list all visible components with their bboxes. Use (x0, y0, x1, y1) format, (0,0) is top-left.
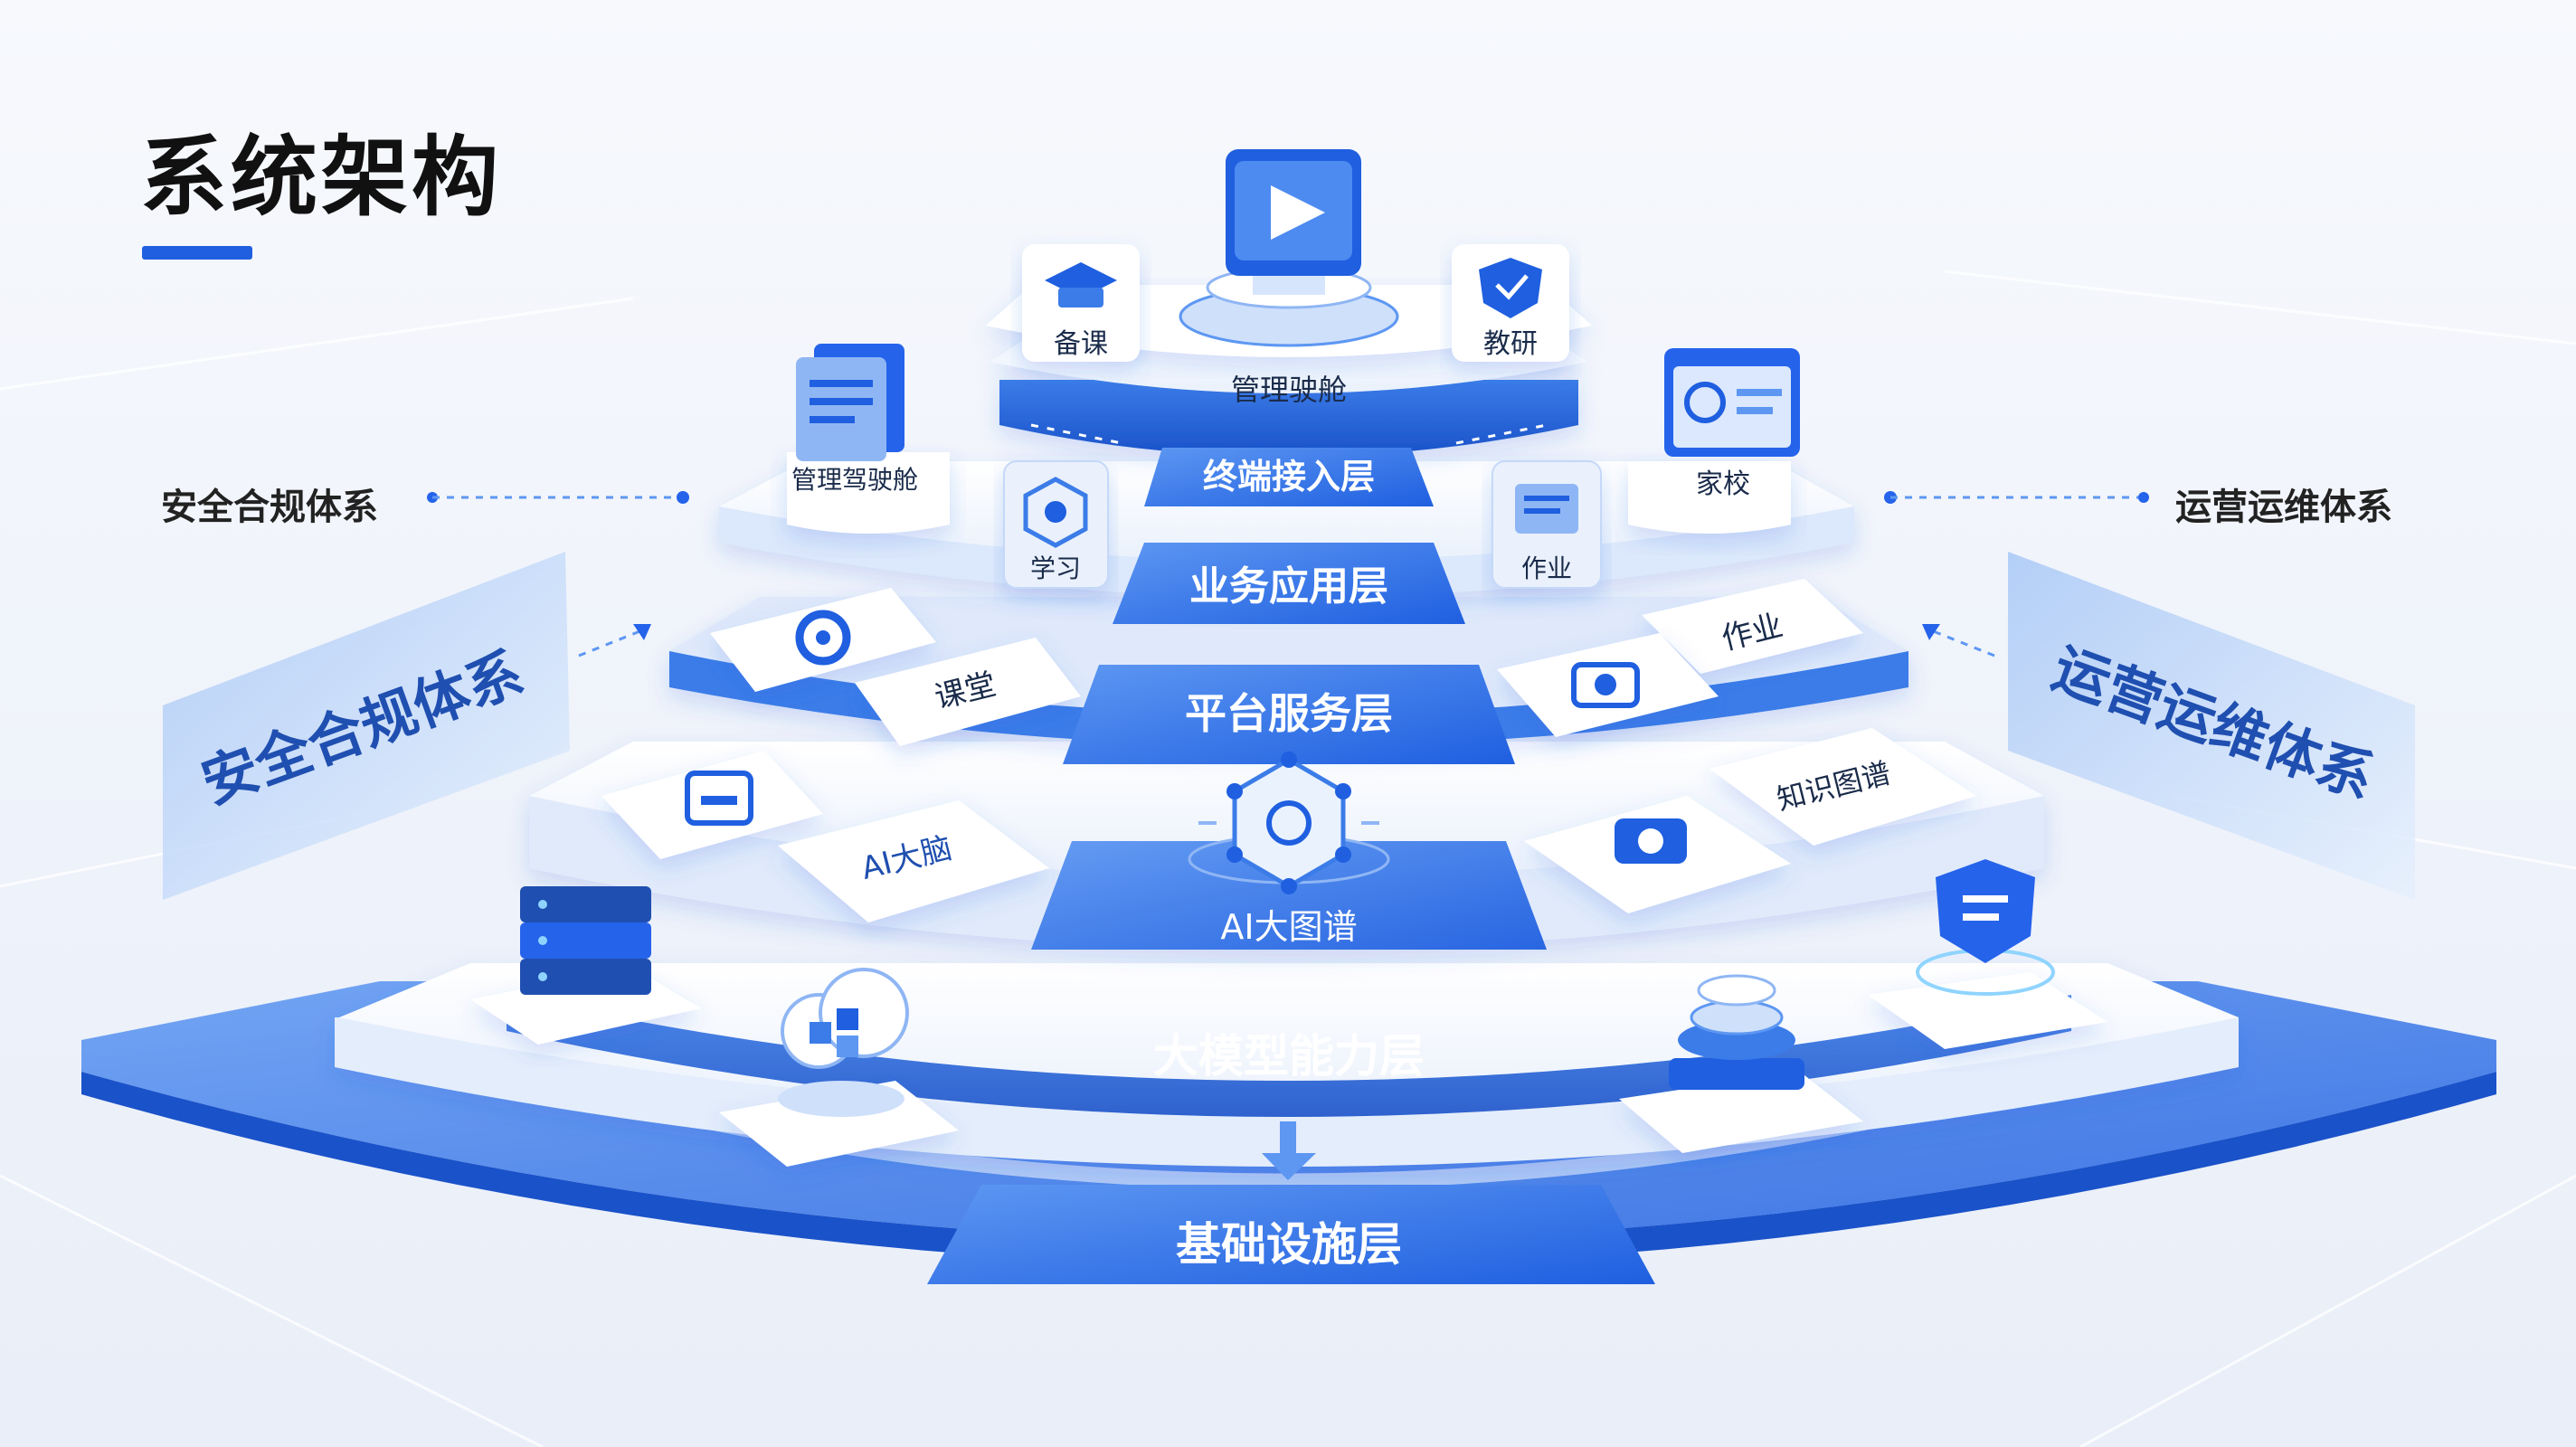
platform-layer-label: 平台服务层 (1185, 689, 1393, 738)
shield-check-icon (1916, 859, 2055, 996)
card-disc[interactable] (1524, 796, 1791, 913)
server-rack-card[interactable] (470, 886, 701, 1045)
top-item-jy-label: 教研 (1483, 328, 1538, 360)
right-side-label: 运营运维体系 (2175, 487, 2392, 528)
card-camera[interactable] (1497, 633, 1719, 737)
terminal-item-jx-label: 家校 (1696, 468, 1750, 500)
card-storage[interactable] (601, 751, 823, 859)
left-side-panel: 安全合规体系 (163, 552, 570, 900)
card-zuoye-business[interactable]: 作业 (1492, 460, 1602, 589)
homework-doc-icon (1515, 484, 1578, 534)
arrow-down-icon (1262, 1121, 1316, 1180)
gear-icon (795, 610, 851, 666)
layer-badge-model: 大模型能力层 (1153, 1030, 1425, 1083)
browser-window-icon (1664, 348, 1800, 457)
learning-hex-icon (1023, 477, 1088, 548)
model-layer-label: 大模型能力层 (1153, 1030, 1425, 1083)
card-ketang[interactable]: 课堂 (855, 638, 1081, 746)
card-xuexi[interactable]: 学习 (1003, 460, 1109, 589)
shield-icon (1479, 258, 1542, 318)
database-icon (685, 771, 753, 826)
ai-layer-label: AI大图谱 (1220, 907, 1357, 947)
business-item-xx-label: 学习 (1030, 553, 1081, 583)
server-rack-icon (520, 886, 651, 995)
top-item-gl-label: 管理驶舱 (1231, 373, 1347, 407)
layer-badge-ai: AI大图谱 (1031, 841, 1547, 950)
card-jiaoyan[interactable]: 教研 (1452, 244, 1569, 362)
ai-graph-icon (1188, 752, 1390, 894)
layer-badge-infra: 基础设施层 (927, 1185, 1655, 1284)
graduation-cap-icon (1045, 262, 1117, 307)
terminal-layer-label: 终端接入层 (1203, 457, 1375, 497)
card-zuoye-platform[interactable]: 作业 (1642, 579, 1863, 674)
monitor-play-icon (1226, 149, 1361, 276)
document-stack-icon (796, 344, 904, 461)
left-pointer (427, 491, 689, 657)
card-knowledge-graph[interactable]: 知识图谱 (1709, 728, 1976, 846)
cloud-icon (778, 968, 909, 1117)
database-stack-icon (1669, 974, 1804, 1090)
card-gear[interactable] (710, 588, 936, 692)
card-ai-brain[interactable]: AI大脑 (778, 800, 1049, 922)
business-item-zy-label: 作业 (1521, 553, 1572, 583)
infra-layer-label: 基础设施层 (1176, 1218, 1402, 1271)
title-underline (142, 246, 252, 260)
top-item-bk-label: 备课 (1054, 328, 1108, 360)
shield-check-card[interactable] (1868, 859, 2107, 1049)
left-side-label: 安全合规体系 (161, 487, 378, 528)
cloud-card[interactable] (719, 968, 959, 1167)
disc-icon (1615, 818, 1687, 864)
camera-icon (1571, 662, 1640, 708)
business-layer-label: 业务应用层 (1189, 563, 1388, 610)
card-jiaxiao[interactable]: 家校 (1628, 348, 1800, 534)
right-pointer (1884, 491, 2149, 657)
layer-badge-business: 业务应用层 (1113, 543, 1465, 624)
card-beike[interactable]: 备课 (1022, 244, 1140, 362)
layer-badge-terminal: 终端接入层 (1144, 448, 1434, 506)
card-management-cockpit[interactable]: 管理驾驶舱 (787, 344, 950, 534)
page-title: 系统架构 (140, 127, 502, 228)
right-side-panel: 运营运维体系 (2008, 552, 2415, 900)
database-stack-card[interactable] (1619, 974, 1863, 1153)
terminal-item-glj-label: 管理驾驶舱 (791, 465, 918, 495)
layer-badge-platform: 平台服务层 (1063, 665, 1515, 764)
